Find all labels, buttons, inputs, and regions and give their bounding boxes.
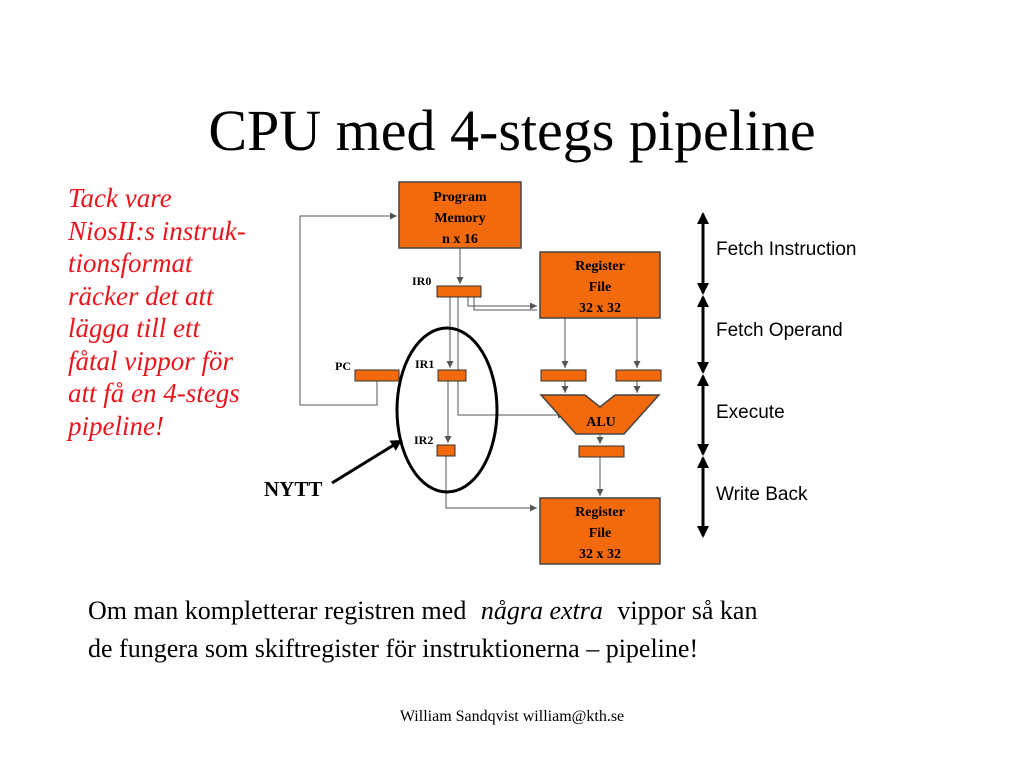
stage-arrow-head — [697, 374, 709, 386]
wire-ir0-regfile-2 — [473, 297, 537, 311]
stage-arrow-head — [697, 526, 709, 538]
register-file-top-label: File — [589, 280, 612, 295]
ir0-register — [436, 285, 482, 298]
slide-title: CPU med 4-stegs pipeline — [208, 98, 816, 163]
wire-ir0-alu — [457, 297, 565, 419]
stage-label-fetch-operand: Fetch Operand — [716, 320, 843, 341]
program-memory-label: Memory — [434, 211, 485, 226]
bottom-text-emphasis: några extra — [480, 596, 603, 625]
bottom-text-end: vippor så kan — [610, 596, 758, 625]
wire-ir2-regfile — [445, 456, 537, 512]
register-file-bottom-size: 32 x 32 — [579, 547, 621, 562]
side-note-line: Tack vare — [68, 183, 172, 213]
nytt-label: NYTT — [264, 477, 322, 501]
side-note-line: att få en 4-stegs — [68, 378, 240, 408]
program-memory-size: n x 16 — [442, 232, 478, 247]
operand-a-latch — [540, 369, 587, 382]
register-file-bottom-block: Register File 32 x 32 — [539, 497, 661, 565]
operand-b-latch — [615, 369, 662, 382]
stage-label-fetch-instruction: Fetch Instruction — [716, 239, 856, 260]
side-note: Tack vare NiosII:s instruk- tionsformat … — [68, 182, 308, 442]
alu-label: ALU — [586, 415, 616, 430]
side-note-line: NiosII:s instruk- — [68, 215, 246, 246]
ir2-register — [436, 444, 456, 457]
register-file-top-size: 32 x 32 — [579, 301, 621, 316]
register-file-top-block: Register File 32 x 32 — [539, 251, 661, 319]
new-registers-ellipse — [395, 326, 499, 494]
ir2-label: IR2 — [414, 433, 433, 447]
stage-label-write-back: Write Back — [716, 484, 808, 505]
side-note-line: fåtal vippor för — [68, 345, 234, 376]
bottom-text-line-1: Om man kompletterar registren med några … — [88, 592, 988, 630]
program-memory-label: Program — [433, 190, 487, 205]
stage-arrow-head — [697, 362, 709, 374]
register-file-top-label: Register — [575, 259, 625, 274]
bottom-text-line-2: de fungera som skiftregister för instruk… — [88, 634, 699, 663]
ir1-label: IR1 — [415, 357, 434, 371]
register-file-bottom-label: Register — [575, 505, 625, 520]
pc-label: PC — [335, 359, 351, 373]
alu-block: ALU — [539, 394, 661, 435]
side-note-line: räcker det att — [68, 280, 214, 311]
wire-ir0-regfile — [467, 297, 537, 310]
alu-result-latch — [578, 445, 625, 458]
bottom-text: Om man kompletterar registren med några … — [88, 592, 988, 668]
stage-arrow-head — [697, 212, 709, 224]
wires — [299, 212, 641, 512]
wire-pc-feedback — [299, 212, 397, 406]
pc-register — [354, 369, 400, 382]
stage-arrow-head — [697, 295, 709, 307]
stage-arrow-head — [697, 444, 709, 456]
register-file-bottom-label: File — [589, 526, 612, 541]
stage-axis — [697, 212, 709, 538]
stage-arrow-head — [697, 283, 709, 295]
side-note-line: pipeline! — [68, 410, 164, 441]
side-note-line: tionsformat — [68, 248, 193, 278]
ir0-label: IR0 — [412, 274, 431, 288]
program-memory-block: Program Memory n x 16 — [398, 181, 522, 249]
bottom-text-start: Om man kompletterar registren med — [88, 596, 473, 625]
nytt-arrow — [331, 438, 403, 485]
side-note-line: lägga till ett — [68, 313, 200, 343]
stage-label-execute: Execute — [716, 402, 785, 423]
stage-arrow-head — [697, 456, 709, 468]
footer-author: William Sandqvist william@kth.se — [399, 708, 625, 725]
ir1-register — [437, 369, 467, 382]
